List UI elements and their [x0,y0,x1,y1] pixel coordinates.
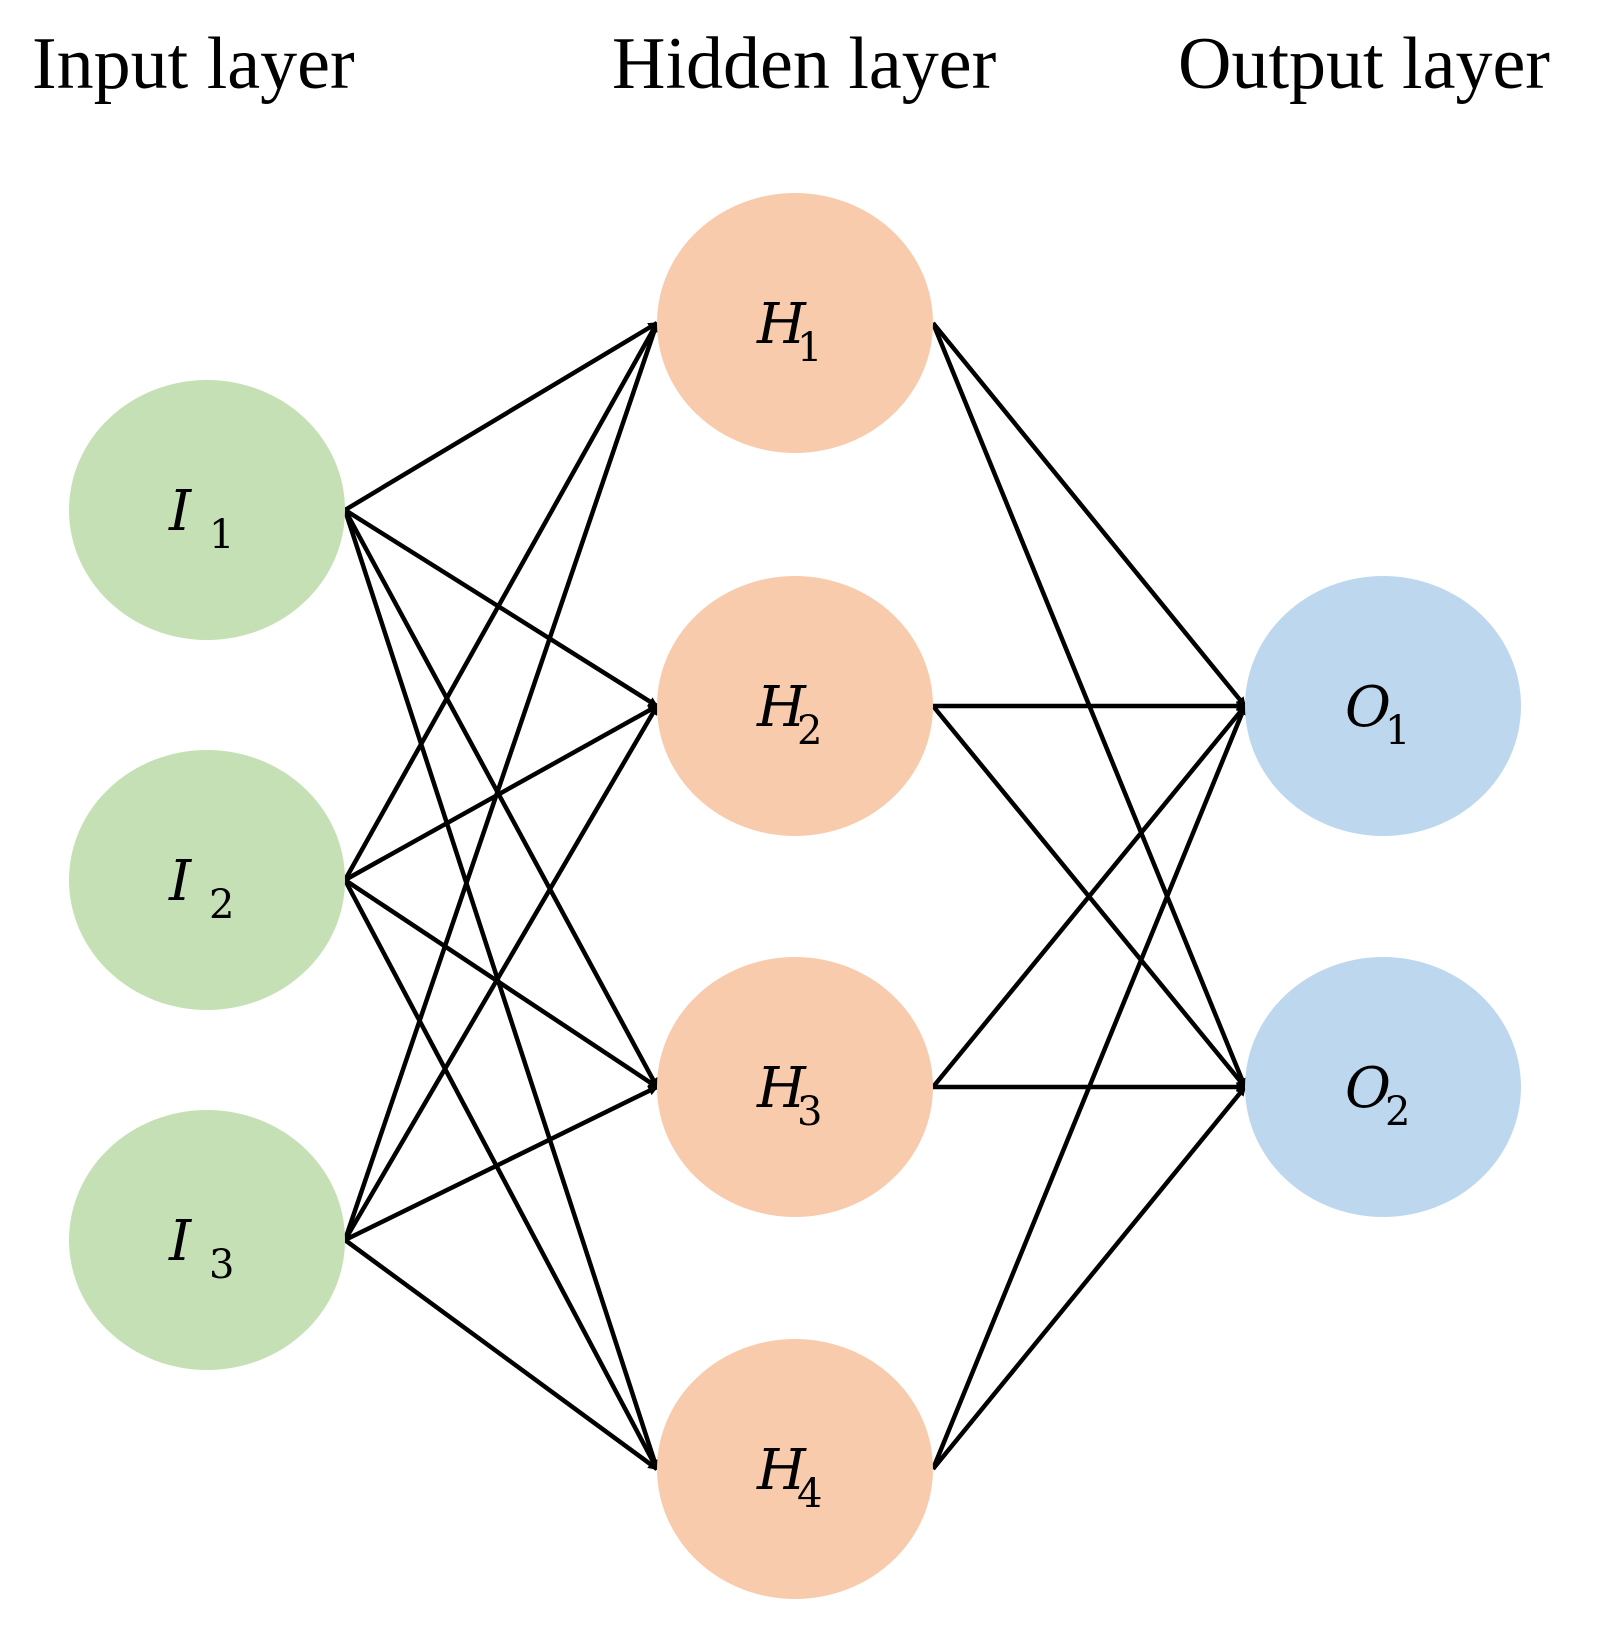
hidden-node-h2: H2 [657,576,933,836]
hidden-node-circle [657,193,933,453]
edge-i1-to-h4 [342,509,660,1471]
edge-h4-to-o2 [931,1085,1247,1471]
edge-i2-to-h1 [343,321,659,882]
node-subscript: 3 [797,1089,822,1135]
edge-i1-to-h2 [343,508,659,708]
edge-i2-to-h4 [343,878,659,1471]
output-node-o1: O1 [1245,576,1521,836]
node-subscript: 1 [797,325,822,371]
node-subscript: 2 [1385,1089,1410,1135]
node-label: H [756,1438,807,1503]
node-label: I [168,479,193,544]
input-node-circle [69,1110,345,1370]
node-label: H [756,292,807,357]
edge-h4-to-o1 [930,704,1248,1470]
hidden-node-h3: H3 [657,957,933,1217]
node-subscript: 1 [209,512,234,558]
edge-i1-to-h3 [343,508,659,1089]
node-label: O [1345,675,1391,740]
hidden-node-h1: H1 [657,193,933,453]
node-subscript: 1 [1385,708,1410,754]
edge-i3-to-h1 [342,321,660,1241]
edge-i2-to-h2 [343,704,659,882]
edge-i2-to-h3 [343,878,659,1089]
node-subscript: 2 [797,708,822,754]
node-label: O [1345,1056,1391,1121]
hidden-layer-title: Hidden layer [612,23,996,105]
output-node-circle [1245,576,1521,836]
connections-group [342,321,1248,1471]
node-label: I [168,849,193,914]
node-subscript: 3 [209,1242,234,1288]
node-subscript: 4 [797,1471,822,1517]
input-node-circle [69,380,345,640]
node-label: I [168,1209,193,1274]
output-node-o2: O2 [1245,957,1521,1217]
edge-i3-to-h4 [343,1238,659,1471]
node-subscript: 2 [209,882,234,928]
output-layer-title: Output layer [1178,23,1550,105]
edge-h1-to-o1 [931,321,1247,708]
hidden-node-circle [657,1339,933,1599]
edge-h3-to-o1 [931,704,1247,1089]
edge-i3-to-h3 [344,1084,659,1243]
node-label: H [756,1056,807,1121]
node-label: H [756,675,807,740]
hidden-node-circle [657,957,933,1217]
input-node-circle [69,750,345,1010]
output-node-circle [1245,957,1521,1217]
hidden-node-circle [657,576,933,836]
hidden-node-h4: H4 [657,1339,933,1599]
edge-i1-to-h1 [343,321,659,512]
input-layer-title: Input layer [32,23,355,105]
edge-i3-to-h2 [343,704,659,1242]
